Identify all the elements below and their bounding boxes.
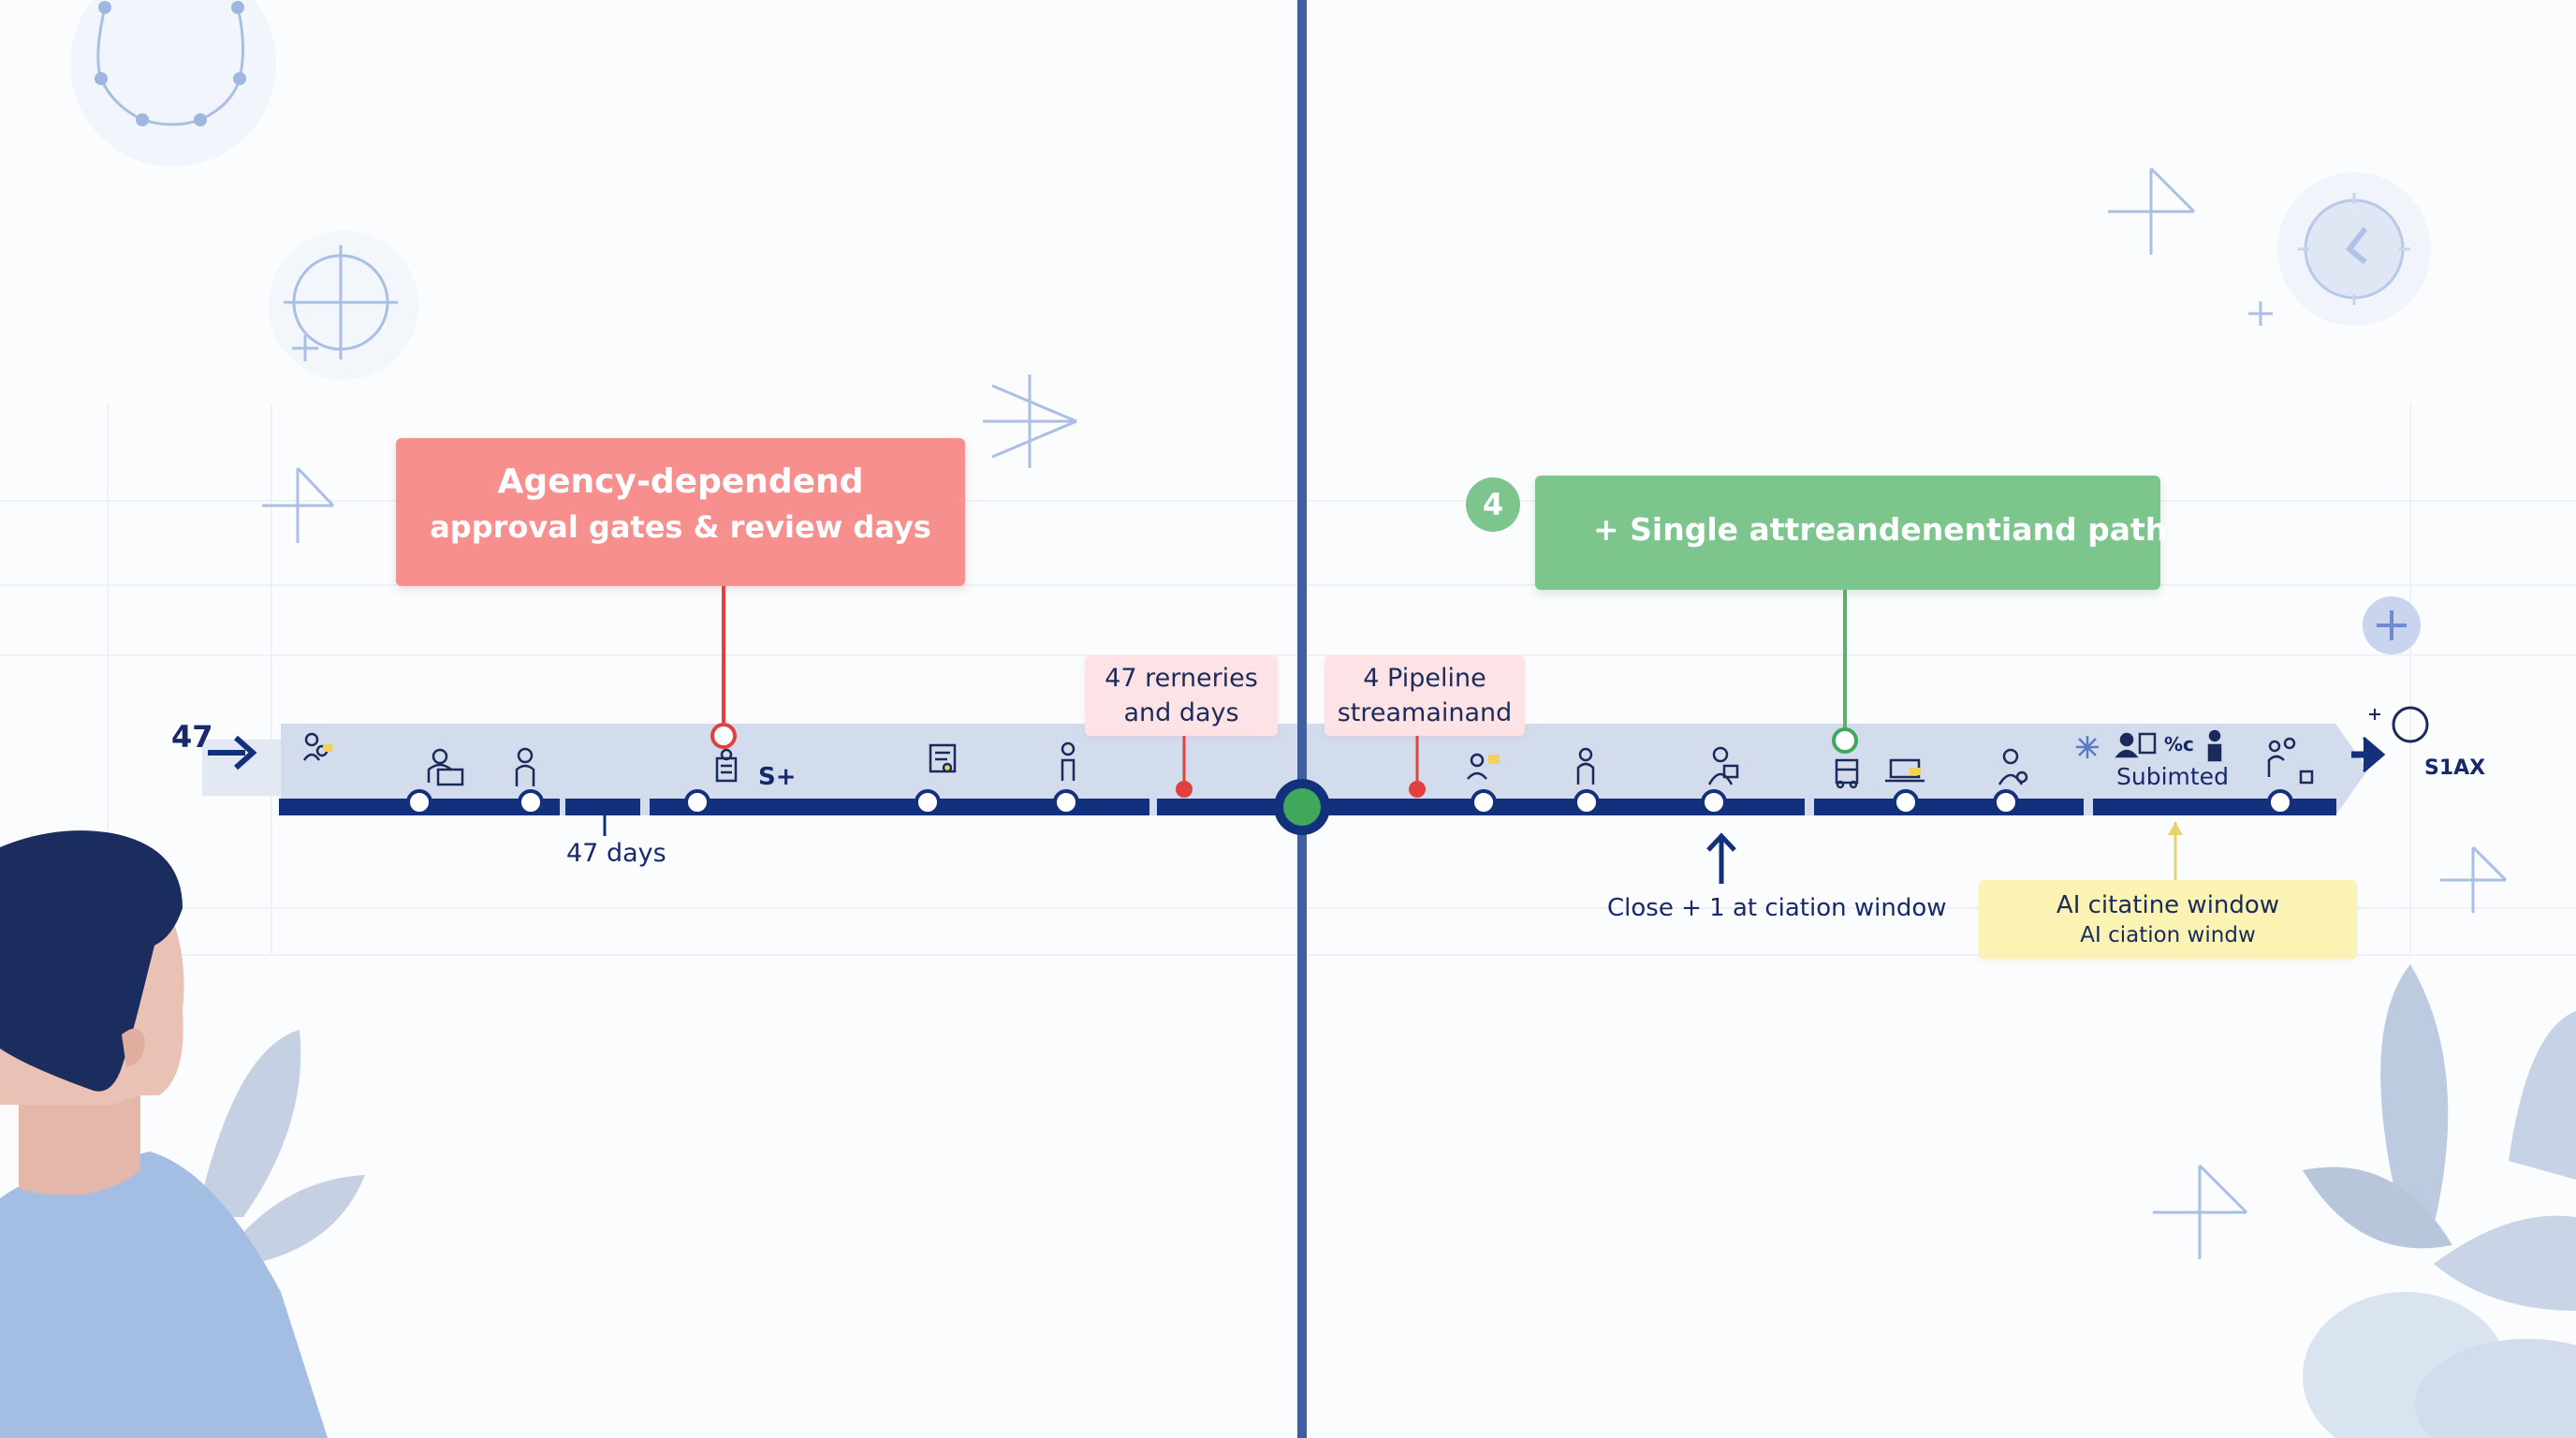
red-marker-ring xyxy=(710,723,737,749)
sparkle-decorations xyxy=(262,167,2508,1259)
milestone-dots xyxy=(406,789,2293,815)
divider-node-core xyxy=(1283,788,1321,826)
team-icon xyxy=(302,732,332,761)
add-circle-icon xyxy=(2363,596,2421,654)
start-value-label: 47 xyxy=(171,719,213,755)
citation-window-title: AI citatine window xyxy=(2056,891,2280,919)
single-path-callout-title: + Single attreandenentiand path xyxy=(1593,511,2168,548)
certificate-icon xyxy=(929,743,957,773)
truck-icon xyxy=(1835,758,1859,789)
standing-person-icon xyxy=(1061,741,1076,781)
end-arrow-icon xyxy=(2351,736,2386,773)
end-target-icon xyxy=(2369,706,2429,743)
right-info-line-1: 4 Pipeline xyxy=(1363,664,1486,693)
submitted-icons-text: %c xyxy=(2164,733,2194,756)
center-divider xyxy=(1297,0,1307,1438)
person-illustration xyxy=(0,830,328,1438)
left-info-line-1: 47 rerneries xyxy=(1105,664,1258,693)
background-grid xyxy=(0,403,2576,956)
end-label: S1AX xyxy=(2424,756,2486,780)
analyst-icon xyxy=(1998,748,2028,785)
agency-gates-callout: Agency-dependend approval gates & review… xyxy=(396,438,965,586)
track-band-start xyxy=(202,740,281,796)
step-number-badge: 4 xyxy=(1466,477,1520,532)
gear-icon xyxy=(2076,736,2099,758)
close-window-label: Close + 1 at ciation window xyxy=(1607,894,1947,922)
connections-icon xyxy=(2267,737,2314,785)
green-marker-ring xyxy=(1832,727,1858,754)
clock-icon xyxy=(2277,172,2431,326)
left-info-line-2: and days xyxy=(1123,698,1239,727)
single-path-callout: + Single attreandenentiand path xyxy=(1535,476,2167,590)
up-arrow-icon xyxy=(1706,832,1736,884)
reader-icon xyxy=(1707,746,1739,785)
profile-card-icon xyxy=(2115,732,2157,758)
start-arrow-icon xyxy=(208,735,257,770)
duration-label: 47 days xyxy=(566,839,666,868)
citation-window-subtitle: AI ciation windw xyxy=(2080,923,2256,947)
track-band-tip xyxy=(2335,724,2368,815)
red-marker-right xyxy=(1409,781,1426,798)
left-info-label: 47 rerneries and days xyxy=(1085,655,1278,736)
crosshair-decoration xyxy=(269,230,418,380)
person-icon xyxy=(1576,747,1595,785)
right-info-label: 4 Pipeline streamainand xyxy=(1325,655,1525,736)
person-icon xyxy=(515,747,535,786)
plant-leaves-left xyxy=(197,1030,365,1264)
document-stack-icon xyxy=(715,748,738,783)
dot-ring-decoration xyxy=(70,0,276,167)
plant-leaves-right xyxy=(2303,964,2576,1438)
agency-callout-title: Agency-dependend xyxy=(497,462,864,501)
stage-mark-label: S+ xyxy=(758,763,797,791)
red-marker-left xyxy=(1176,781,1193,798)
user-icon xyxy=(2207,729,2222,762)
laptop-icon xyxy=(1885,758,1925,783)
right-info-line-2: streamainand xyxy=(1337,698,1513,727)
agency-callout-subtitle: approval gates & review days xyxy=(430,509,931,545)
submitted-label: Subimted xyxy=(2116,763,2229,790)
desk-worker-icon xyxy=(427,748,464,786)
yellow-connector-tip xyxy=(2168,822,2183,835)
presenter-icon xyxy=(1467,753,1500,780)
citation-window-label: AI citatine window AI ciation windw xyxy=(1979,880,2357,959)
